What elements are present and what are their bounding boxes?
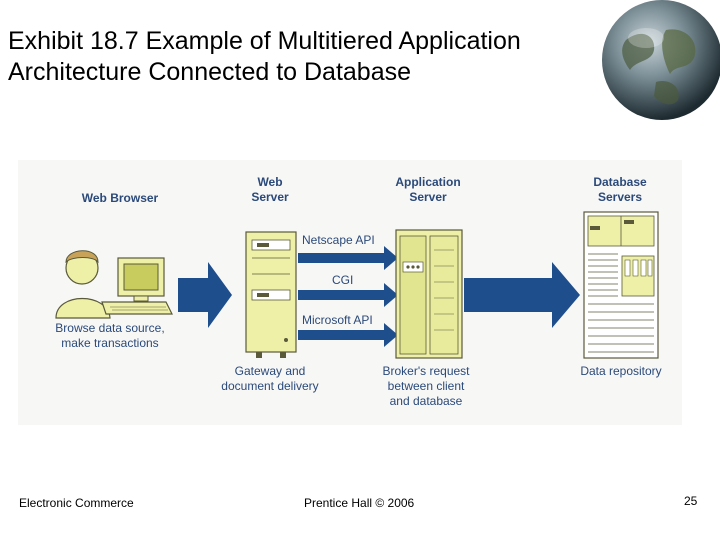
api-label-cgi: CGI: [332, 273, 354, 287]
arrow-browser-to-webserver: [178, 262, 232, 328]
page-number: 25: [684, 494, 698, 508]
arrow-appserver-to-database: [464, 262, 580, 328]
api-label-microsoft: Microsoft API: [302, 313, 373, 327]
caption-web-server: Gateway and document delivery: [221, 364, 319, 393]
title-line-1: Exhibit 18.7 Example of Multitiered Appl…: [8, 27, 521, 55]
heading-application-server: Application Server: [395, 175, 461, 204]
api-label-netscape: Netscape API: [302, 233, 375, 247]
heading-web-browser: Web Browser: [81, 191, 159, 205]
globe-icon: [602, 0, 720, 120]
heading-database-servers: Database Servers: [593, 175, 647, 204]
caption-app-server: Broker's request between client and data…: [382, 364, 470, 408]
web-server-icon: [245, 231, 297, 358]
caption-db: Data repository: [580, 364, 662, 378]
api-arrows: [298, 246, 398, 347]
application-server-icon: [395, 229, 463, 359]
footer-left: Electronic Commerce: [19, 496, 134, 510]
user-icon: [55, 250, 111, 319]
title-line-2: Architecture Connected to Database: [8, 58, 412, 86]
slide-title: Exhibit 18.7 Example of Multitiered Appl…: [8, 26, 628, 88]
caption-browser: Browse data source, make transactions: [55, 321, 165, 350]
database-server-icon: [583, 211, 659, 359]
computer-icon: [101, 257, 173, 315]
footer-center: Prentice Hall © 2006: [304, 496, 415, 510]
heading-web-server: Web Server: [251, 175, 289, 204]
